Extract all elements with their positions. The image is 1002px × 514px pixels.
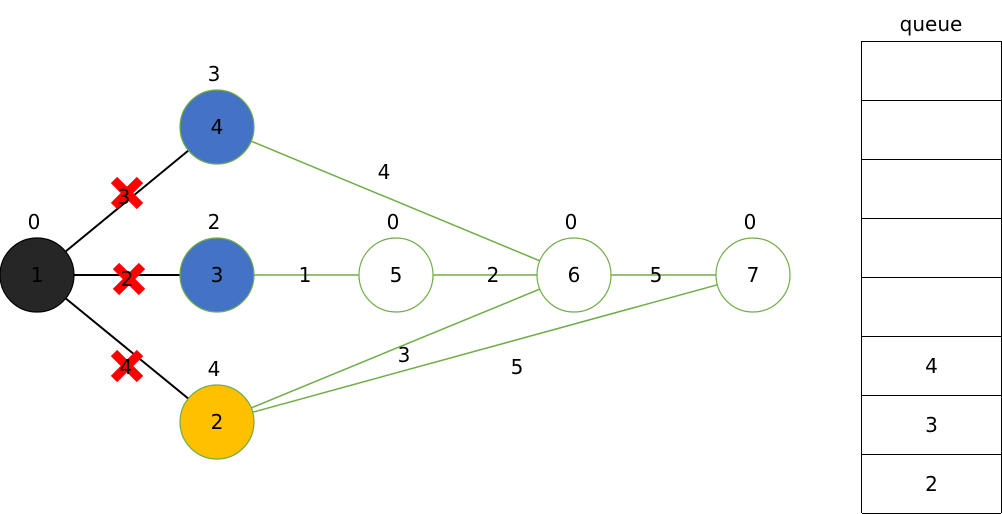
cross-mark-icon <box>112 262 146 296</box>
edge-2-7 <box>252 284 718 413</box>
node-label: 4 <box>211 115 224 139</box>
queue-slot: 3 <box>862 396 1001 455</box>
queue-container: 4 3 2 <box>861 41 1002 514</box>
edge-weight-2-7: 5 <box>511 355 524 379</box>
node-label: 6 <box>568 263 581 287</box>
cross-mark-icon <box>110 176 144 210</box>
queue-slot <box>862 278 1001 337</box>
edge-weight-3-5: 1 <box>299 263 312 287</box>
node-label: 3 <box>211 263 224 287</box>
node-6: 60 <box>536 210 612 313</box>
edge-1-4 <box>64 149 190 253</box>
queue-slot <box>862 219 1001 278</box>
edge-weight-1-3: 2 <box>121 267 134 291</box>
edge-weight-4-6: 4 <box>378 160 391 184</box>
node-distance-label: 0 <box>565 210 578 234</box>
edge-1-2 <box>65 297 189 400</box>
queue-slot <box>862 42 1001 101</box>
queue-title: queue <box>899 12 963 36</box>
node-1: 10 <box>0 210 75 313</box>
edge-weight-2-6: 3 <box>398 343 411 367</box>
node-label: 2 <box>211 410 224 434</box>
node-label: 7 <box>747 263 760 287</box>
edge-weight-1-4: 3 <box>118 185 131 209</box>
node-7: 70 <box>715 210 791 313</box>
node-distance-label: 0 <box>387 210 400 234</box>
queue-slot: 4 <box>862 337 1001 396</box>
node-2: 24 <box>179 357 255 460</box>
node-distance-label: 0 <box>28 210 41 234</box>
cross-mark-icon <box>110 349 144 383</box>
node-3: 32 <box>179 210 255 313</box>
node-distance-label: 3 <box>208 62 221 86</box>
edge-4-6 <box>250 140 541 262</box>
edge-weight-1-2: 4 <box>120 355 133 379</box>
node-label: 1 <box>31 263 44 287</box>
node-distance-label: 2 <box>208 210 221 234</box>
node-distance-label: 4 <box>208 357 221 381</box>
queue-slot: 2 <box>862 455 1001 514</box>
edge-weight-6-7: 5 <box>650 263 663 287</box>
edge-2-6 <box>250 288 541 409</box>
node-4: 43 <box>179 62 255 165</box>
node-label: 5 <box>390 263 403 287</box>
edge-weight-5-6: 2 <box>487 263 500 287</box>
queue-slot <box>862 160 1001 219</box>
node-distance-label: 0 <box>744 210 757 234</box>
node-5: 50 <box>358 210 434 313</box>
queue-slot <box>862 101 1001 160</box>
